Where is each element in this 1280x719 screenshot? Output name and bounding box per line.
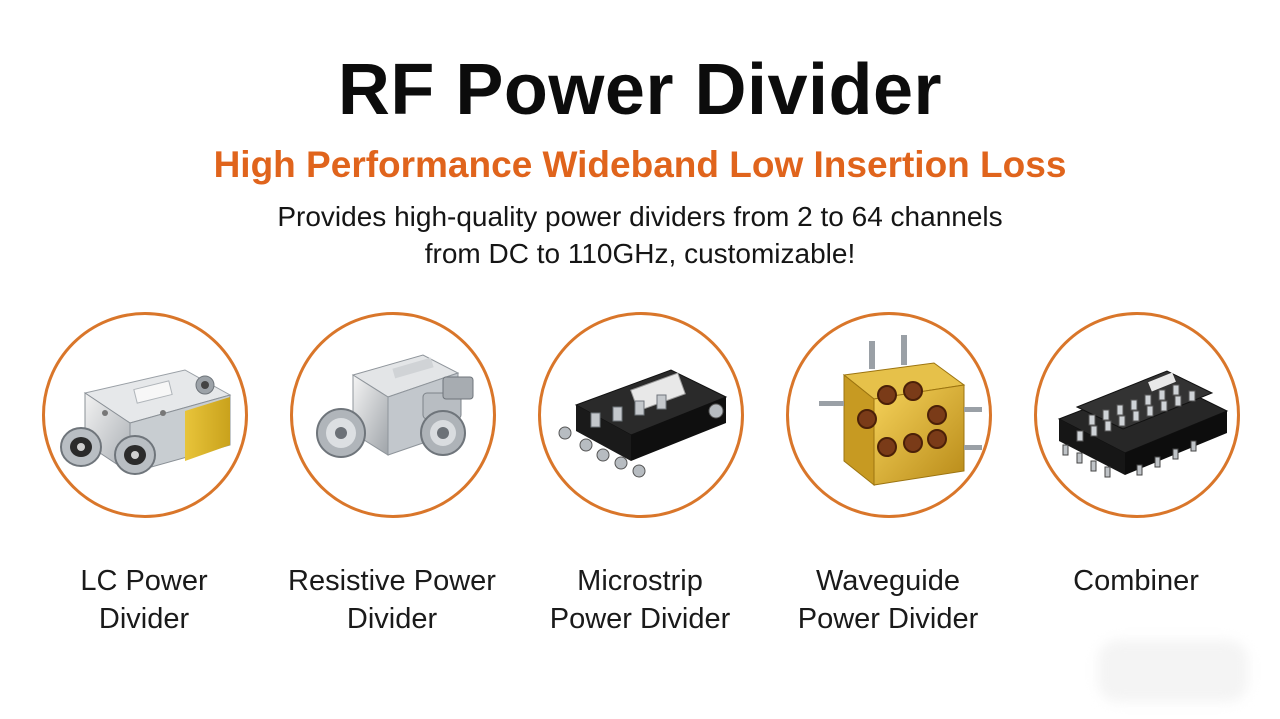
watermark-blur xyxy=(1098,640,1248,702)
microstrip-power-divider-photo-icon xyxy=(538,312,744,518)
combiner-photo-icon xyxy=(1034,312,1240,518)
product-label: Microstrip Power Divider xyxy=(549,565,731,635)
lc-power-divider-photo-icon xyxy=(42,312,248,518)
product-label: Waveguide Power Divider xyxy=(797,565,979,635)
page-description: Provides high-quality power dividers fro… xyxy=(0,198,1280,272)
waveguide-power-divider-photo-icon xyxy=(786,312,992,518)
product-waveguide-power-divider[interactable]: Waveguide Power Divider xyxy=(768,310,1008,650)
description-line-2: from DC to 110GHz, customizable! xyxy=(424,238,856,269)
product-label: LC Power Divider xyxy=(80,565,208,635)
page-title: RF Power Divider xyxy=(337,50,943,130)
product-resistive-power-divider[interactable]: Resistive Power Divider xyxy=(272,310,512,650)
product-label: Resistive Power Divider xyxy=(288,565,496,635)
product-list: LC Power Divider xyxy=(0,310,1280,650)
page-subtitle: High Performance Wideband Low Insertion … xyxy=(213,144,1067,185)
resistive-power-divider-photo-icon xyxy=(290,312,496,518)
product-microstrip-power-divider[interactable]: Microstrip Power Divider xyxy=(520,310,760,650)
product-combiner[interactable]: Combiner xyxy=(1016,310,1256,650)
description-line-1: Provides high-quality power dividers fro… xyxy=(277,201,1003,232)
product-label: Combiner xyxy=(1073,565,1199,597)
product-lc-power-divider[interactable]: LC Power Divider xyxy=(24,310,264,650)
